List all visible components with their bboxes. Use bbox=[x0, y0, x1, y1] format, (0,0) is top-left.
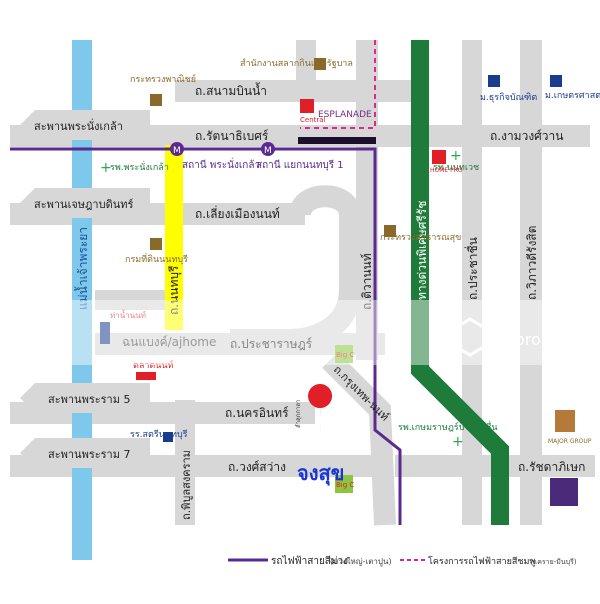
road-pracharat-label: ถ.ประชาราษฎร์ bbox=[230, 337, 313, 351]
road-nonthaburi-label: ถ.นนทบุรี bbox=[167, 265, 182, 315]
road-wong-sawang-label: ถ.วงศ์สว่าง bbox=[228, 460, 286, 474]
school-label: รร.สตรีนนทบุรี bbox=[130, 429, 188, 440]
purple-line bbox=[10, 147, 402, 525]
si-rat-expressway bbox=[411, 40, 509, 525]
road-ngam-wong-wan-label: ถ.งามวงศ์วาน bbox=[490, 129, 563, 143]
ministry-commerce-icon bbox=[150, 94, 162, 106]
school-icon bbox=[163, 432, 173, 442]
road-rattanathibet-label: ถ.รัตนาธิเบศร์ bbox=[195, 129, 269, 143]
road-rattanathibet bbox=[10, 125, 590, 147]
hospital-kasemrad-icon: + bbox=[452, 434, 464, 450]
bank-icon bbox=[550, 478, 578, 506]
home-pro-label: HOME PRO bbox=[430, 167, 463, 174]
rangsit-univ-label: ม.ธุรกิจบัณฑิต bbox=[480, 92, 537, 103]
project-small-label: ลำลุกกาลา bbox=[295, 400, 302, 428]
bridge-rama5 bbox=[20, 383, 150, 413]
watermark-brand: DDproperty bbox=[490, 330, 583, 349]
hosp-nonthavej-label: รพ.นนทเวช bbox=[433, 163, 479, 173]
road-prachachuen-label: ถ.ประชาชื่น bbox=[464, 237, 480, 300]
kasetsart-univ-label: ม.เกษตรศาสตร์ bbox=[545, 89, 600, 101]
land-dept-label: กรมที่ดินนนทบุรี bbox=[125, 252, 188, 265]
hosp-kasemrad-label: รพ.เกษมราษฎร์ประชาชื่น bbox=[398, 420, 498, 433]
hospital-cross-icon: + bbox=[100, 160, 112, 176]
station-phra-nang-klao-label: สถานี พระนั่งเกล้า bbox=[182, 157, 260, 171]
watermark-band bbox=[0, 300, 600, 365]
bridges-layer bbox=[20, 110, 150, 468]
road-krungthep-nonthaburi bbox=[322, 352, 396, 526]
bridge-phra-nang-klao bbox=[20, 110, 150, 140]
esplanade-label: ESPLANADE bbox=[318, 110, 372, 120]
big-c-top-label: Big C bbox=[336, 351, 354, 359]
station-yaek-nonthaburi-mark: M bbox=[264, 146, 272, 156]
road-prachachuen bbox=[462, 40, 482, 525]
bridge-rama5-label: สะพานพระราม 5 bbox=[48, 393, 130, 406]
road-ratchadaphisek-label: ถ.รัชดาภิเษก bbox=[518, 460, 585, 474]
land-dept-icon bbox=[150, 238, 162, 250]
road-krungthep-label: ถ.กรุงเทพ-นนท์ bbox=[331, 363, 392, 424]
road-riverside bbox=[95, 290, 175, 310]
market-icon bbox=[136, 372, 156, 380]
big-c-bottom-label: Big C bbox=[336, 481, 354, 489]
watermark-credit: ฉนแบงค์/ajhome bbox=[122, 335, 216, 349]
pink-line bbox=[300, 40, 376, 129]
station-yaek-nonthaburi-label: สถานี แยกนนทบุรี 1 bbox=[256, 159, 344, 171]
lottery-office-label: สำนักงานสลากกินแบ่งรัฐบาล bbox=[240, 58, 353, 69]
bridge-chet-sadabodin-label: สะพานเจษฎาบดินทร์ bbox=[34, 198, 133, 211]
road-loop bbox=[230, 185, 361, 351]
road-liang-mueang-label: ถ.เลี่ยงเมืองนนท์ bbox=[195, 205, 280, 221]
market-label: ตลาดนนท์ bbox=[133, 359, 174, 371]
hospital-nonthavej-icon: + bbox=[450, 148, 462, 164]
legend-pink-note: (แคราย-มีนบุรี) bbox=[530, 558, 577, 566]
hosp-phranangklao-label: รพ.พระนั่งเกล้า bbox=[110, 160, 169, 173]
major-group-icon bbox=[555, 410, 575, 432]
station-phra-nang-klao-icon bbox=[170, 142, 184, 156]
road-nakhon-in-label: ถ.นครอินทร์ bbox=[225, 406, 289, 420]
home-pro-icon bbox=[432, 150, 446, 164]
central-label: Central bbox=[300, 116, 326, 124]
road-nonthaburi-yellow bbox=[165, 145, 183, 330]
road-tiwanon bbox=[356, 40, 378, 360]
legend-pink-label: โครงการรถไฟฟ้าสายสีชมพู bbox=[428, 556, 535, 567]
government-icon bbox=[314, 58, 326, 70]
river-label: แม่น้ำเจ้าพระยา bbox=[74, 227, 90, 310]
legend-purple-label: รถไฟฟ้าสายสีม่วง bbox=[271, 555, 348, 567]
kasetsart-icon bbox=[550, 75, 562, 87]
road-sanam-bin-nam bbox=[175, 80, 415, 102]
tha-nam-label: ท่าน้ำนนท์ bbox=[110, 309, 146, 320]
road-upper-stub bbox=[296, 40, 316, 100]
project-name: จงสุข bbox=[297, 461, 344, 486]
road-vibhavadi bbox=[520, 40, 542, 525]
road-tiwanon-label: ถ.ติวานนท์ bbox=[360, 253, 374, 310]
station-phra-nang-klao-mark: M bbox=[173, 146, 181, 156]
road-sanam-bin-nam-label: ถ.สนามบินน้ำ bbox=[195, 82, 267, 98]
road-vibhavadi-label: ถ.วิภาวดีรังสิต bbox=[525, 226, 539, 300]
bridge-rama7 bbox=[20, 438, 150, 468]
legend-purple-note: (บางใหญ่-เตาปูน) bbox=[330, 557, 392, 567]
road-phibun-songkhram bbox=[175, 400, 195, 525]
big-c-top-icon bbox=[335, 345, 353, 363]
ministry-health-label: กระทรวงสาธารณสุข bbox=[380, 233, 461, 243]
expressway-label: ทางด่วนพิเศษศรีรัช bbox=[415, 201, 429, 300]
big-c-bottom-icon bbox=[335, 475, 353, 493]
clock-tower-icon bbox=[100, 322, 110, 344]
univ-icon bbox=[488, 75, 500, 87]
ministry-commerce-label: กระทรวงพาณิชย์ bbox=[130, 73, 196, 85]
station-yaek-nonthaburi-icon bbox=[261, 142, 275, 156]
major-group-label: MAJOR GROUP bbox=[548, 438, 592, 445]
project-marker-icon bbox=[308, 384, 333, 440]
bridge-phra-nang-klao-label: สะพานพระนั่งเกล้า bbox=[34, 118, 123, 133]
purple-line-depot bbox=[298, 137, 376, 144]
bridge-chet-sadabodin bbox=[20, 188, 150, 218]
bridge-rama7-label: สะพานพระราม 7 bbox=[48, 448, 130, 461]
road-phibun-label: ถ.พิบูลสงคราม bbox=[180, 450, 193, 520]
ddproperty-logo-icon bbox=[453, 317, 487, 357]
ministry-health-icon bbox=[384, 225, 396, 237]
central-logo-icon bbox=[300, 99, 314, 113]
